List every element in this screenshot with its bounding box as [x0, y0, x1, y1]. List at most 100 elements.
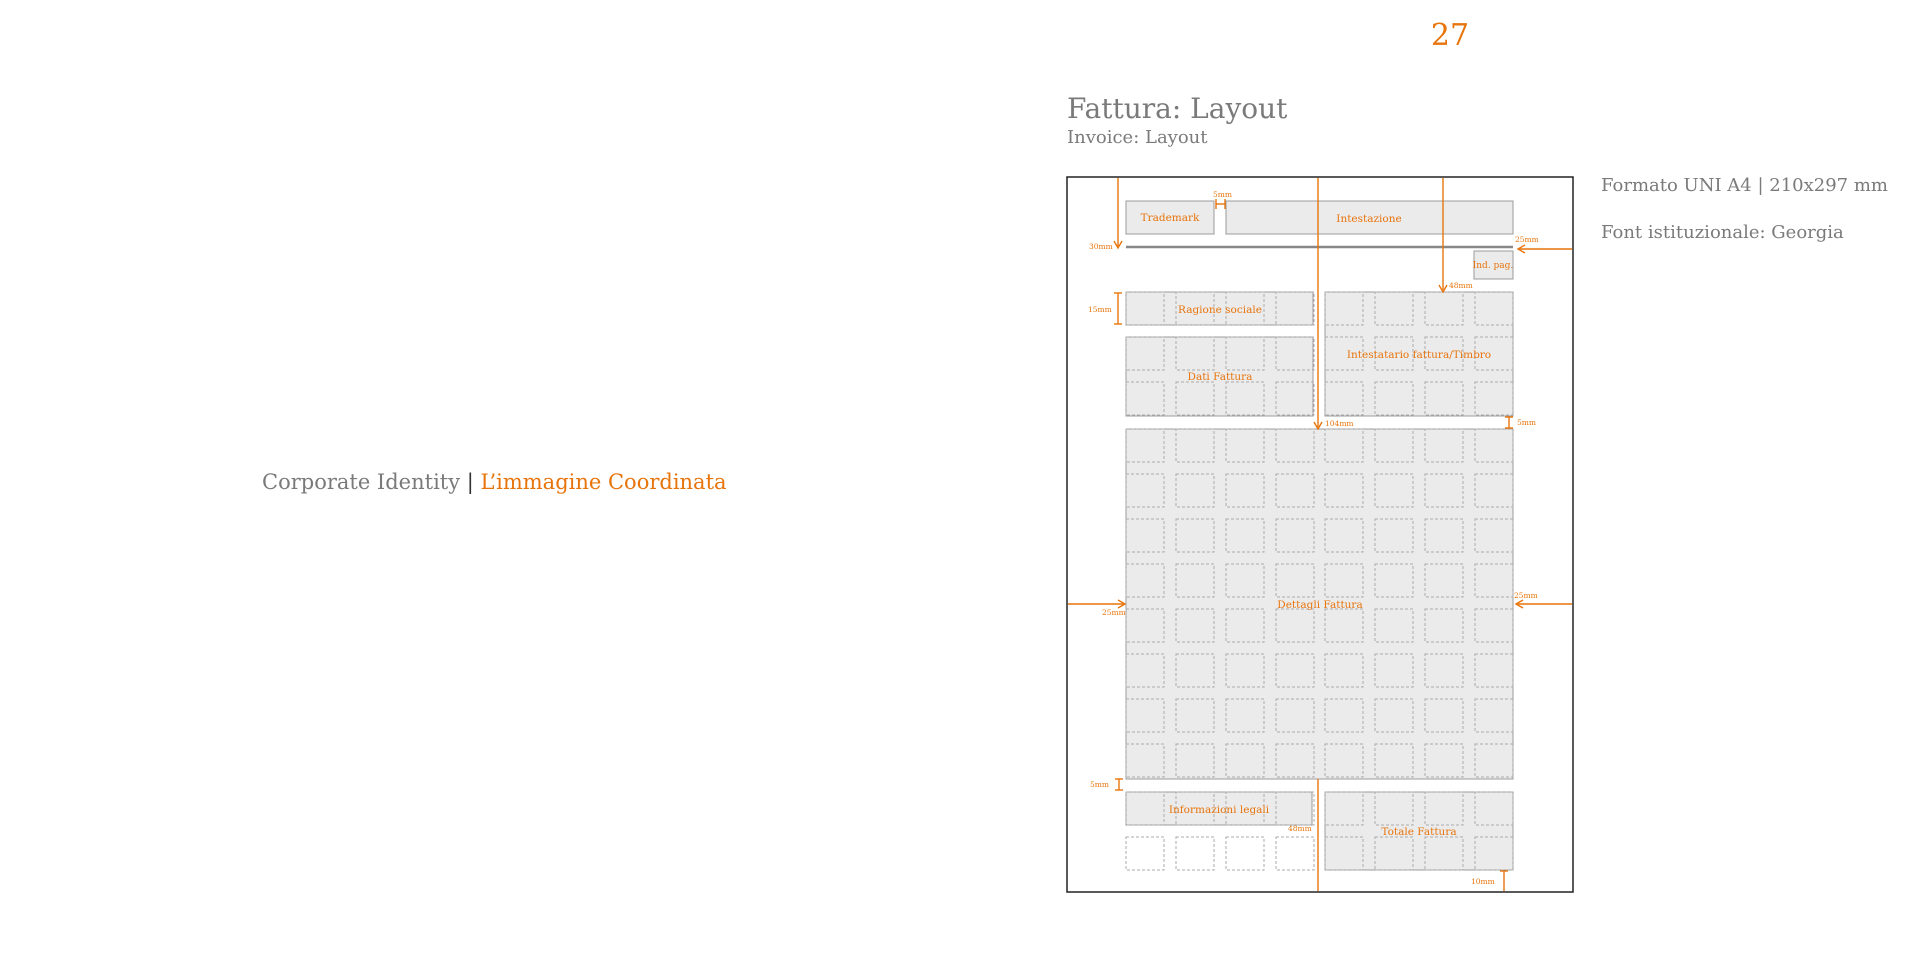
ind-pag-label: Ind. pag. [1473, 261, 1514, 271]
ragione-sociale-label: Ragione sociale [1178, 304, 1262, 316]
grid-cell [1424, 653, 1464, 688]
grid-cell [1175, 428, 1215, 463]
grid-cell [1424, 428, 1464, 463]
grid-cell [1474, 336, 1514, 371]
grid-cell [1125, 291, 1165, 326]
grid-cells [1125, 836, 1315, 871]
dim-25mm-top-arrow [1516, 244, 1526, 254]
grid-cell [1175, 698, 1215, 733]
grid-cell [1225, 473, 1265, 508]
grid-cell [1125, 336, 1165, 371]
dim-5mm-bottom-label: 5mm [1090, 780, 1109, 789]
grid-cell [1275, 608, 1315, 643]
grid-cell [1275, 473, 1315, 508]
grid-cell [1125, 608, 1165, 643]
grid-cell [1374, 336, 1414, 371]
grid-cell [1275, 653, 1315, 688]
grid-cell [1324, 836, 1364, 871]
grid-cell [1225, 791, 1265, 826]
dim-104mm-arrow [1313, 421, 1323, 431]
grid-cell [1175, 381, 1215, 416]
dim-48mm-top-arrow [1438, 284, 1448, 294]
caption-immagine-coordinata: L’immagine Coordinata [480, 470, 727, 494]
grid-cell [1125, 518, 1165, 553]
grid-cell [1374, 743, 1414, 778]
dettagli-block [1125, 428, 1514, 780]
grid-cell [1275, 291, 1315, 326]
grid-cell [1175, 743, 1215, 778]
grid-cell [1424, 518, 1464, 553]
grid-cell [1175, 291, 1215, 326]
grid-cell [1125, 563, 1165, 598]
grid-cell [1324, 291, 1364, 326]
grid-cell [1175, 563, 1215, 598]
ragione-sociale-block [1125, 291, 1314, 326]
grid-cell [1474, 653, 1514, 688]
dim-30mm-arrow [1113, 240, 1123, 250]
page-number: 27 [1430, 18, 1470, 53]
grid-cell [1275, 836, 1315, 871]
intestatario-label: Intestatario fattura/Timbro [1347, 349, 1491, 361]
grid-cell [1125, 743, 1165, 778]
grid-cell [1275, 428, 1315, 463]
grid-cell [1374, 653, 1414, 688]
grid-cell [1175, 518, 1215, 553]
grid-cell [1424, 608, 1464, 643]
grid-cell [1474, 381, 1514, 416]
grid-cell [1225, 836, 1265, 871]
grid-cell [1175, 473, 1215, 508]
grid-cell [1374, 473, 1414, 508]
grid-cell [1225, 563, 1265, 598]
totale-block [1324, 791, 1514, 871]
grid-cell [1324, 428, 1364, 463]
grid-cell [1474, 291, 1514, 326]
grid-cell [1275, 518, 1315, 553]
trademark-block [1125, 200, 1215, 235]
dettagli-label: Dettagli Fattura [1277, 599, 1362, 611]
grid-cell [1374, 428, 1414, 463]
grid-cell [1324, 698, 1364, 733]
grid-cell [1474, 518, 1514, 553]
grid-cell [1125, 473, 1165, 508]
grid-cell [1474, 563, 1514, 598]
grid-cell [1324, 473, 1364, 508]
grid-cell [1324, 608, 1364, 643]
grid-cell [1175, 836, 1215, 871]
totale-label: Totale Fattura [1381, 826, 1456, 838]
grid-cell [1424, 291, 1464, 326]
grid-cell [1175, 608, 1215, 643]
caption-corporate-identity: Corporate Identity [262, 470, 461, 494]
grid-cell [1474, 608, 1514, 643]
grid-cell [1374, 291, 1414, 326]
grid-cells-overlay [1125, 291, 1514, 871]
dim-25mm-right-label: 25mm [1514, 591, 1538, 600]
dim-48mm-bottom-label: 48mm [1288, 824, 1312, 833]
intestazione-label: Intestazione [1336, 213, 1401, 225]
trademark-label: Trademark [1141, 212, 1200, 224]
grid-cell [1474, 836, 1514, 871]
dim-30mm-label: 30mm [1089, 242, 1113, 251]
grid-cell [1374, 836, 1414, 871]
dim-25mm-left-label: 25mm [1102, 608, 1126, 617]
page-title: Fattura: Layout [1067, 92, 1288, 125]
grid-cell [1474, 743, 1514, 778]
grid-cell [1225, 428, 1265, 463]
grid-cell [1374, 608, 1414, 643]
grid-cell [1275, 563, 1315, 598]
ind-pag-block [1473, 250, 1514, 280]
grid-cell [1125, 428, 1165, 463]
grid-cell [1424, 836, 1464, 871]
informazioni-legali-block [1125, 791, 1313, 826]
grid-cell [1225, 698, 1265, 733]
grid-cell [1225, 336, 1265, 371]
dati-fattura-block [1125, 336, 1314, 417]
grid-cell [1374, 698, 1414, 733]
grid-cell [1424, 563, 1464, 598]
grid-cell [1324, 653, 1364, 688]
grid-cell [1324, 336, 1364, 371]
grid-cell [1474, 791, 1514, 826]
grid-cell [1324, 791, 1364, 826]
dim-5mm-right-label: 5mm [1517, 418, 1536, 427]
grid-cell [1374, 563, 1414, 598]
